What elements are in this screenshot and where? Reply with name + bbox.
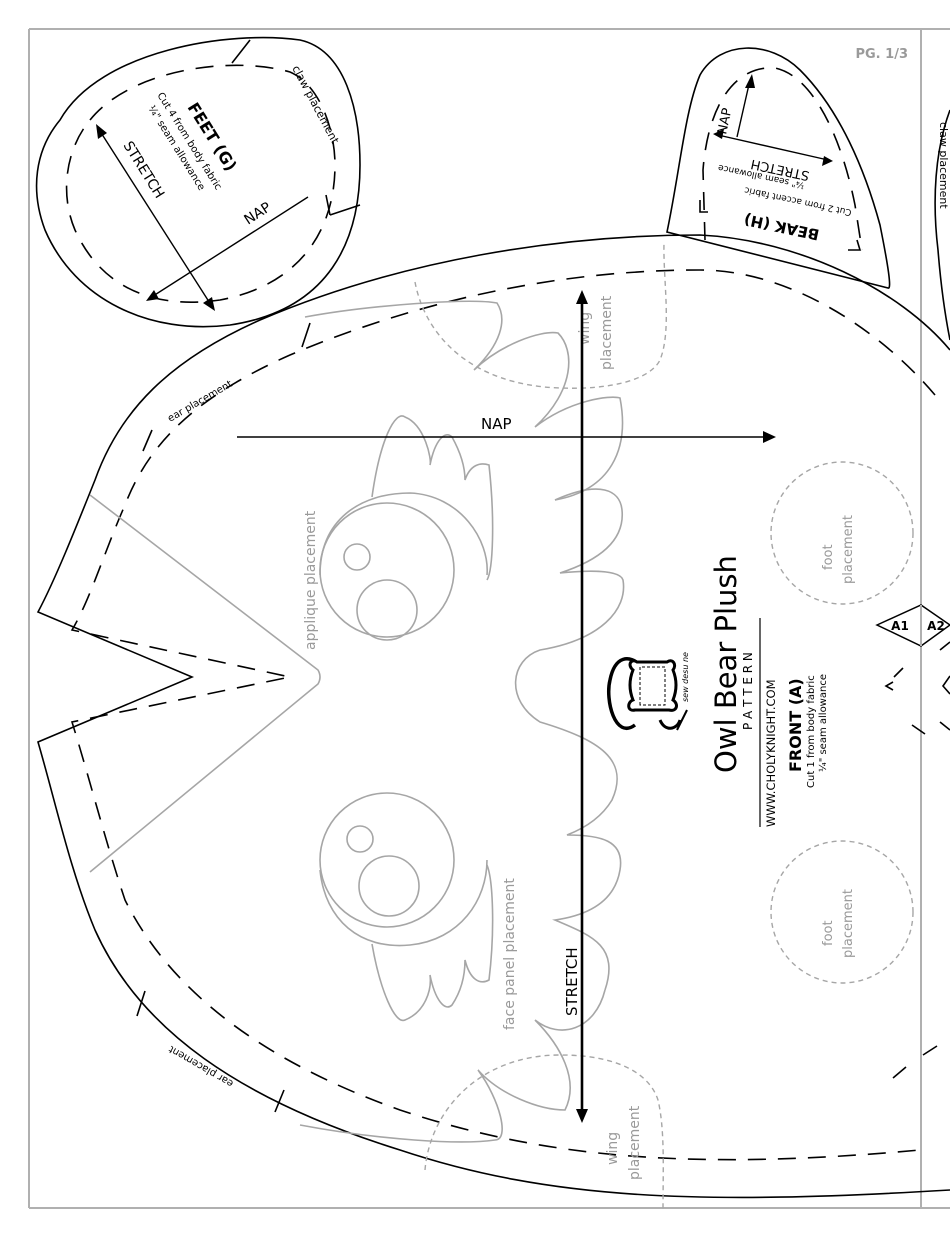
alignment-right-label: A2 [927,619,945,633]
feet-nap-label: NAP [241,199,274,228]
front-nap-label: NAP [481,415,512,433]
adjacent-claw-label: claw placement [937,122,950,209]
branding: sew desu ne Owl Bear Plush P A T T E R N… [607,555,829,828]
front-seam-text: ¼" seam allowance [817,674,829,772]
applique-label: applique placement [303,510,319,650]
logo-text: sew desu ne [681,652,690,702]
front-stretch-label: STRETCH [563,947,581,1016]
piece-adjacent-claw: claw placement [934,109,950,341]
wing-bottom-label-2: placement [627,1105,643,1180]
product-title: Owl Bear Plush [709,555,743,773]
beak-nap-label: NAP [715,107,735,136]
foot-top-label-1: foot [821,544,836,570]
front-cut-text: Cut 1 from body fabric [806,675,817,788]
ear-bottom-label: ear placement [167,1043,235,1089]
foot-bottom-label-2: placement [841,889,856,958]
piece-feet: claw placement STRETCH NAP FEET (G) Cut … [35,36,361,328]
applique-eye-top [319,415,494,641]
beak-title: BEAK (H) [742,210,820,243]
feet-stretch-label: STRETCH [120,139,168,202]
front-title: FRONT (A) [786,678,805,772]
ear-top-label: ear placement [166,379,234,425]
wing-top-label-1: wing [577,312,593,345]
face-panel-label: face panel placement [502,878,518,1030]
foot-top-label-2: placement [841,515,856,584]
sew-desu-ne-logo-icon: sew desu ne [607,652,690,731]
feet-claw-label: claw placement [289,63,342,146]
alignment-left-label: A1 [891,619,909,633]
alignment-marker: A1 A2 [875,604,950,647]
pattern-subtitle: P A T T E R N [741,652,755,730]
foot-bottom-label-1: foot [821,920,836,946]
piece-beak: NAP STRETCH ¼" seam allowance Cut 2 from… [666,47,891,289]
website-link[interactable]: WWW.CHOLYKNIGHT.COM [764,680,778,828]
wing-bottom-label-1: wing [605,1132,621,1165]
page-number: PG. 1/3 [855,47,908,62]
wing-top-label-2: placement [599,295,615,370]
face-panel-eye-bottom [319,792,494,1022]
